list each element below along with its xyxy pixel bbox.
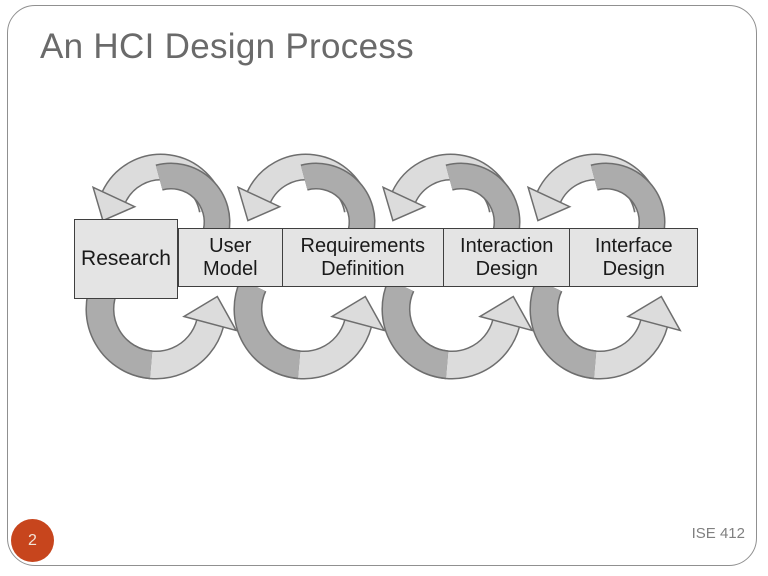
page-number: 2 <box>28 531 37 549</box>
top-arrow-3-head <box>381 185 427 222</box>
page-number-badge: 2 <box>11 519 54 562</box>
bottom-arrow-3-head <box>478 295 534 332</box>
top-arrow-4-dark-band <box>591 164 664 235</box>
stage-requirements-definition: Requirements Definition <box>281 229 443 286</box>
stage-label-line: Interface <box>594 234 673 257</box>
stage-label-line: Research <box>81 247 171 270</box>
stage-label-line: Design <box>475 257 538 280</box>
stage-label-line: Model <box>203 257 258 280</box>
top-arrow-2-head <box>236 185 282 222</box>
top-arrow-3-dark-band <box>446 164 519 235</box>
stage-label-line: Requirements <box>300 234 426 257</box>
page-title: An HCI Design Process <box>40 27 414 66</box>
bottom-arrow-2-dark-band <box>234 279 301 378</box>
stage-label-line: Definition <box>321 257 405 280</box>
stage-label-line: Interaction <box>460 234 554 257</box>
bottom-arrow-2-head <box>330 295 386 332</box>
stage-research: Research <box>74 219 178 299</box>
top-arrow-2-dark-band <box>301 164 374 235</box>
process-stage-bar: User Model Requirements Definition Inter… <box>178 228 698 287</box>
bottom-arrow-1-head <box>182 295 238 332</box>
stage-interaction-design: Interaction Design <box>442 229 570 286</box>
stage-interface-design: Interface Design <box>569 229 697 286</box>
top-arrow-1-head <box>91 185 137 222</box>
top-arrow-1-dark-band <box>156 164 229 235</box>
bottom-arrow-3-dark-band <box>382 279 449 378</box>
slide-border-frame <box>7 5 757 566</box>
stage-label-line: User <box>209 234 252 257</box>
bottom-arrow-4-head <box>626 295 682 332</box>
course-code: ISE 412 <box>691 525 745 542</box>
bottom-arrow-4-dark-band <box>530 279 597 378</box>
stage-user-model: User Model <box>179 229 282 286</box>
stage-label-line: Design <box>602 257 665 280</box>
top-arrow-4-head <box>526 185 572 222</box>
